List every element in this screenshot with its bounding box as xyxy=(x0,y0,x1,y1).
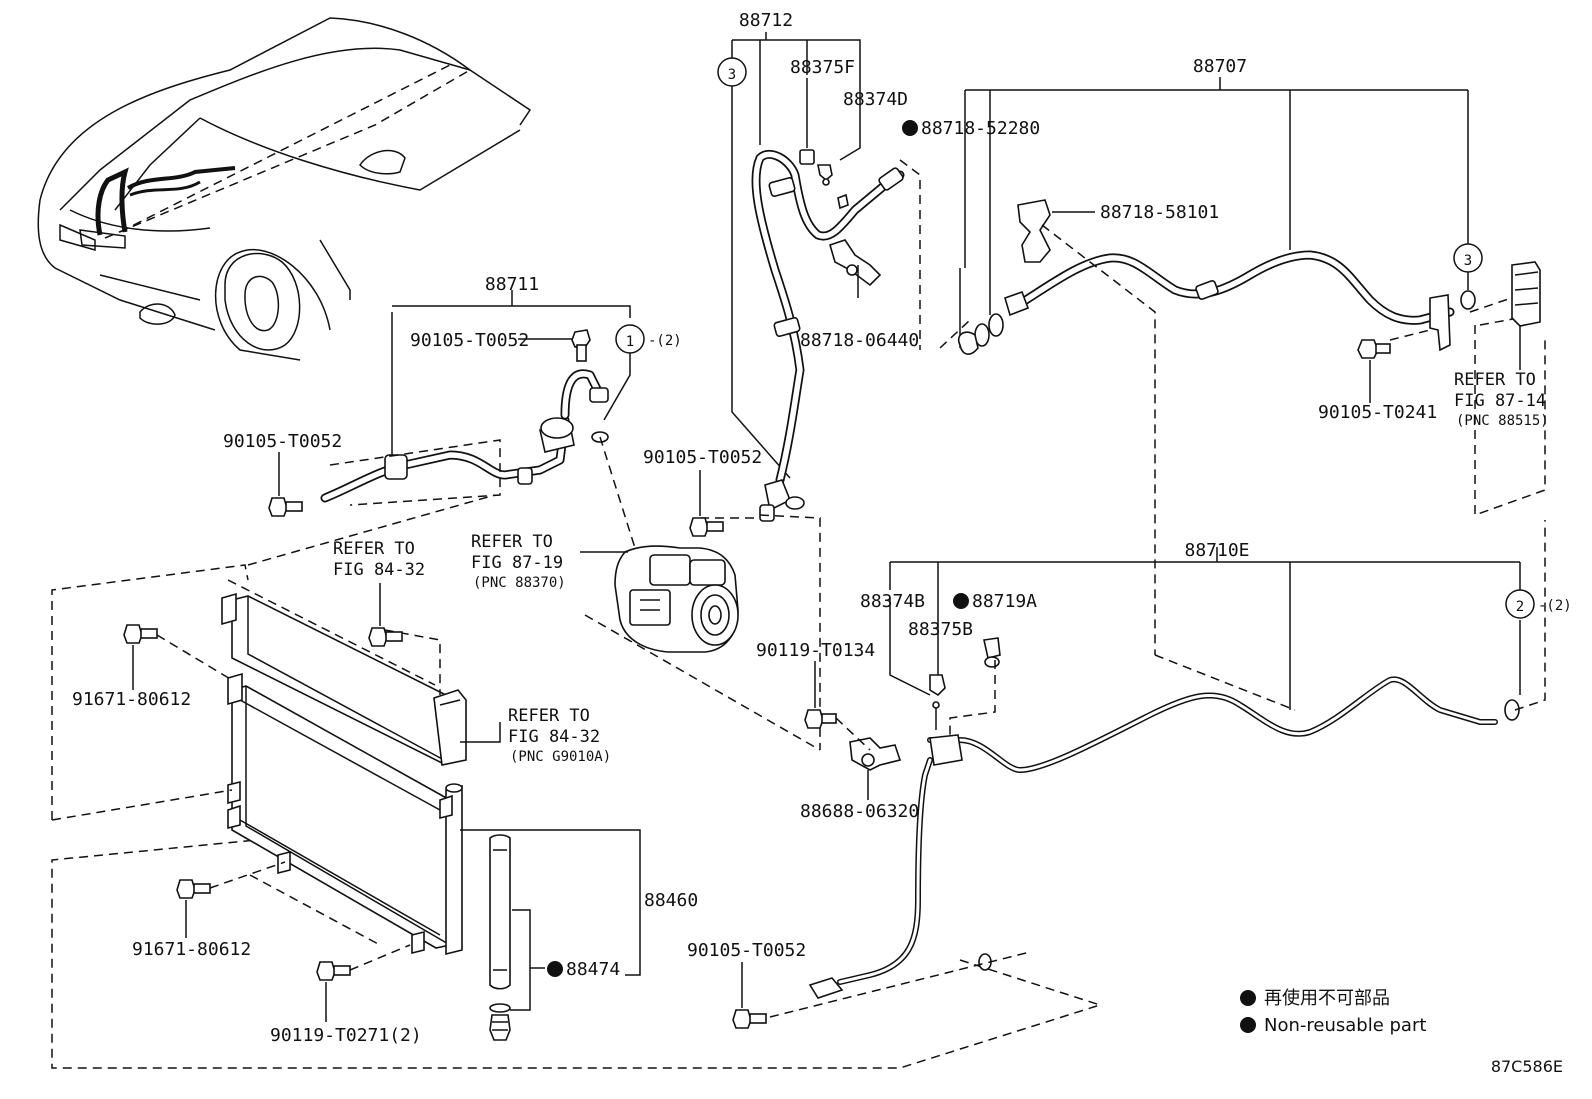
label-88710e[interactable]: 88710E xyxy=(1184,540,1249,561)
label-88707[interactable]: 88707 xyxy=(1193,56,1247,77)
oring-88718-52280-a[interactable] xyxy=(988,313,1004,337)
bolt-90105-t0052-discharge-top[interactable] xyxy=(571,329,591,362)
label-90105-t0052-d[interactable]: 90105-T0052 xyxy=(687,940,806,961)
label-90105-t0241[interactable]: 90105-T0241 xyxy=(1318,402,1437,423)
non-reusable-dot-88718-52280 xyxy=(902,120,918,136)
label-88688-06320[interactable]: 88688-06320 xyxy=(800,801,919,822)
callout-circle-1: 1 xyxy=(615,324,645,354)
bolt-refer-84-32[interactable] xyxy=(368,627,403,647)
legend-dot-english xyxy=(1240,1017,1256,1033)
service-valve-88375f[interactable] xyxy=(799,149,815,165)
svg-text:FIG 87-14: FIG 87-14 xyxy=(1454,391,1546,411)
valve-core-88375b[interactable] xyxy=(983,637,1001,659)
refer-fig-87-14[interactable]: REFER TO FIG 87-14 (PNC 88515) xyxy=(1454,370,1549,429)
label-88718-58101[interactable]: 88718-58101 xyxy=(1100,202,1219,223)
label-88718-52280[interactable]: 88718-52280 xyxy=(921,118,1040,139)
label-90105-t0052-b[interactable]: 90105-T0052 xyxy=(223,431,342,452)
label-90105-t0052-a[interactable]: 90105-T0052 xyxy=(410,330,529,351)
svg-text:2: 2 xyxy=(1516,599,1524,615)
label-88474[interactable]: 88474 xyxy=(566,959,620,980)
discharge-hose[interactable] xyxy=(320,369,609,503)
bolt-90119-t0271[interactable] xyxy=(316,961,351,981)
bolt-91671-80612-upper[interactable] xyxy=(123,624,158,644)
callout-circle-3-top: 3 xyxy=(717,57,747,87)
legend: 再使用不可部品 Non-reusable part xyxy=(1240,988,1426,1036)
suction-hose[interactable] xyxy=(751,149,905,522)
legend-japanese: 再使用不可部品 xyxy=(1264,988,1390,1009)
refer-fig-84-32-lower[interactable]: REFER TO FIG 84-32 (PNC G9010A) xyxy=(508,706,611,765)
svg-text:FIG 84-32: FIG 84-32 xyxy=(333,560,425,580)
hose-clamp[interactable] xyxy=(829,239,882,287)
callout-2-qty: -(2) xyxy=(1538,598,1572,614)
label-88374b[interactable]: 88374B xyxy=(860,591,925,612)
bolt-90119-t0134[interactable] xyxy=(804,709,837,729)
refer-fig-84-32-upper[interactable]: REFER TO FIG 84-32 xyxy=(333,539,425,580)
svg-text:REFER TO: REFER TO xyxy=(333,539,415,559)
valve-cap-88374d[interactable] xyxy=(817,164,833,182)
label-88712[interactable]: 88712 xyxy=(739,10,793,31)
diagram-code: 87C586E xyxy=(1491,1057,1563,1076)
label-91671-80612-b[interactable]: 91671-80612 xyxy=(132,939,251,960)
legend-english: Non-reusable part xyxy=(1264,1015,1426,1036)
bolt-90105-t0052-discharge-left[interactable] xyxy=(268,497,303,517)
svg-text:FIG 87-19: FIG 87-19 xyxy=(471,553,563,573)
svg-text:(PNC 88370): (PNC 88370) xyxy=(473,575,566,591)
svg-text:FIG 84-32: FIG 84-32 xyxy=(508,727,600,747)
suction-tube-group xyxy=(939,77,1546,655)
svg-text:REFER TO: REFER TO xyxy=(508,706,590,726)
ac-compressor[interactable] xyxy=(614,545,739,653)
svg-text:REFER TO: REFER TO xyxy=(1454,370,1536,390)
pipe-clamp-88718-58101[interactable] xyxy=(1017,199,1051,263)
refer-fig-87-19[interactable]: REFER TO FIG 87-19 (PNC 88370) xyxy=(471,532,566,591)
receiver-dryer-88474[interactable] xyxy=(489,834,511,1041)
vehicle-location-sketch xyxy=(37,17,532,361)
svg-text:(PNC 88515): (PNC 88515) xyxy=(1456,413,1549,429)
suction-hose-group xyxy=(731,32,921,750)
bolt-90105-t0241[interactable] xyxy=(1357,339,1391,359)
label-88460[interactable]: 88460 xyxy=(644,890,698,911)
label-91671-80612-a[interactable]: 91671-80612 xyxy=(72,689,191,710)
non-reusable-dot-88474 xyxy=(547,961,563,977)
oring-88719a[interactable] xyxy=(984,656,1000,668)
liquid-tube[interactable] xyxy=(808,676,1498,999)
bolt-90105-t0052-suction[interactable] xyxy=(689,517,724,537)
label-88374d[interactable]: 88374D xyxy=(843,89,908,110)
label-88375b[interactable]: 88375B xyxy=(908,619,973,640)
bolt-91671-80612-lower[interactable] xyxy=(176,879,211,899)
label-88711[interactable]: 88711 xyxy=(485,274,539,295)
valve-cap-88374b[interactable] xyxy=(929,674,946,697)
non-reusable-dot-88719a xyxy=(953,593,969,609)
svg-text:3: 3 xyxy=(728,67,736,83)
suction-tube[interactable] xyxy=(1004,250,1455,352)
label-88719a[interactable]: 88719A xyxy=(972,591,1037,612)
label-90119-t0271[interactable]: 90119-T0271(2) xyxy=(270,1025,422,1046)
svg-text:REFER TO: REFER TO xyxy=(471,532,553,552)
svg-text:1: 1 xyxy=(626,334,634,350)
expansion-valve[interactable] xyxy=(1511,261,1541,370)
svg-text:3: 3 xyxy=(1464,253,1472,269)
callout-circle-2: 2 xyxy=(1505,589,1535,619)
callout-1-qty: -(2) xyxy=(648,333,682,349)
discharge-hose-group xyxy=(320,290,631,506)
label-90105-t0052-c[interactable]: 90105-T0052 xyxy=(643,447,762,468)
label-90119-t0134[interactable]: 90119-T0134 xyxy=(756,640,875,661)
condenser-88460[interactable] xyxy=(221,592,467,956)
bolt-90105-t0052-liquid[interactable] xyxy=(732,1009,767,1029)
liquid-tube-group xyxy=(51,520,1546,1069)
oring-callout-3[interactable] xyxy=(1460,290,1476,310)
callout-circle-3-right: 3 xyxy=(1453,243,1483,273)
oring-callout-2[interactable] xyxy=(1504,699,1520,721)
svg-text:(PNC G9010A): (PNC G9010A) xyxy=(510,749,611,765)
label-88375f[interactable]: 88375F xyxy=(790,57,855,78)
clamp-88688-06320[interactable] xyxy=(849,737,902,800)
legend-dot-japanese xyxy=(1240,990,1256,1006)
label-88718-06440[interactable]: 88718-06440 xyxy=(800,330,919,351)
